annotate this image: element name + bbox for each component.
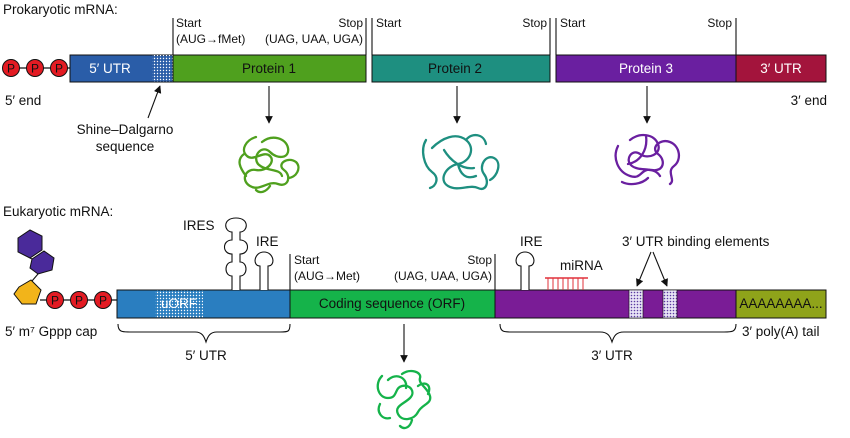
eukaryotic-phosphate-group: P P P [40,291,117,309]
euk-3utr-label: 3′ UTR [591,348,633,363]
shine-dalgarno-region [152,55,173,82]
euk-start-label: Start [294,253,320,267]
orf-label: Coding sequence (ORF) [319,296,465,311]
polya-segment [735,289,827,319]
ire-5utr-stem-loop-icon [254,251,274,290]
stop-codons-label: (UAG, UAA, UGA) [265,32,363,46]
start2-label: Start [376,16,402,30]
binding-elements-label: 3′ UTR binding elements [622,234,770,249]
phosphate-label: P [7,62,15,76]
phosphate-icon [2,59,20,77]
phosphate-icon [46,291,64,309]
protein1-label: Protein 1 [242,61,296,76]
stop1-label: Stop [338,16,363,30]
prokaryotic-section: Prokaryotic mRNA: P P P 5′ UTR Protein 1… [2,2,827,194]
utr3-binding-element-1 [628,289,644,319]
orf-segment [289,289,496,319]
prokaryotic-3-end: 3′ end [791,93,827,108]
uorf-label: uORF [161,296,197,311]
protein2-fold-icon [422,133,500,191]
prokaryotic-5-end: 5′ end [5,93,41,108]
utr5-brace [117,323,291,344]
prokaryotic-3utr-segment [735,54,827,83]
eukaryotic-3utr-segment [494,289,737,319]
prokaryotic-3utr-label: 3′ UTR [760,61,802,76]
phosphate-icon [26,59,44,77]
phosphate-label: P [51,294,59,308]
phosphate-icon [70,291,88,309]
phosphate-label: P [55,62,63,76]
phosphate-label: P [31,62,39,76]
prokaryotic-phosphate-group: P P P [2,59,70,77]
protein2-segment [371,54,551,83]
ire-5utr-label: IRE [256,234,279,249]
mirna-label: miRNA [560,258,603,273]
cap-label: 5′ m⁷ Gppp cap [5,324,97,339]
protein3-label: Protein 3 [619,61,673,76]
utr3-binding-element-2 [662,289,678,319]
protein2-label: Protein 2 [428,61,482,76]
prokaryotic-5utr-label: 5′ UTR [89,61,131,76]
eukaryotic-section: Eukaryotic mRNA: P P P uORF Coding seque… [3,204,827,430]
ires-stem-loop-icon [223,217,249,290]
start3-label: Start [560,16,586,30]
binding-arrow-2 [652,251,668,287]
euk-stop-label: Stop [467,253,492,267]
start1-label: Start [176,16,202,30]
eukaryotic-heading: Eukaryotic mRNA: [3,204,113,219]
euk-protein-fold-icon [376,369,432,430]
protein1-segment [172,54,367,83]
ire-3utr-label: IRE [520,234,543,249]
polya-sequence: AAAAAAAA... [739,296,822,311]
shine-dalgarno-label-line1: Shine–Dalgarno [77,122,174,137]
m7g-cap-icon [13,229,55,305]
ires-label: IRES [183,218,215,233]
euk-5utr-label: 5′ UTR [185,348,227,363]
protein3-fold-icon [614,133,681,186]
utr3-brace [499,323,737,344]
phosphate-icon [50,59,68,77]
uorf-region [155,290,203,318]
phosphate-label: P [75,294,83,308]
protein1-fold-icon [238,135,300,194]
mirna-icon [545,277,588,290]
phosphate-icon [94,291,112,309]
eukaryotic-5utr-segment [116,289,291,319]
cap-hexagon-upper-icon [17,229,43,259]
cap-hexagon-lower-icon [29,250,55,275]
binding-arrow-1 [636,251,652,287]
stop3-label: Stop [707,16,732,30]
polya-tail-label: 3′ poly(A) tail [742,324,820,339]
euk-start-codon: (AUG→Met) [294,269,360,283]
ire-3utr-stem-loop-icon [515,251,535,290]
stop2-label: Stop [522,16,547,30]
shine-dalgarno-arrow [147,85,162,119]
euk-stop-codons: (UAG, UAA, UGA) [394,269,492,283]
phosphate-label: P [99,294,107,308]
prokaryotic-heading: Prokaryotic mRNA: [3,2,118,17]
protein3-segment [555,54,737,83]
cap-pentagon-icon [13,279,42,305]
shine-dalgarno-label-line2: sequence [96,139,155,154]
start1-codon: (AUG→fMet) [176,32,245,46]
